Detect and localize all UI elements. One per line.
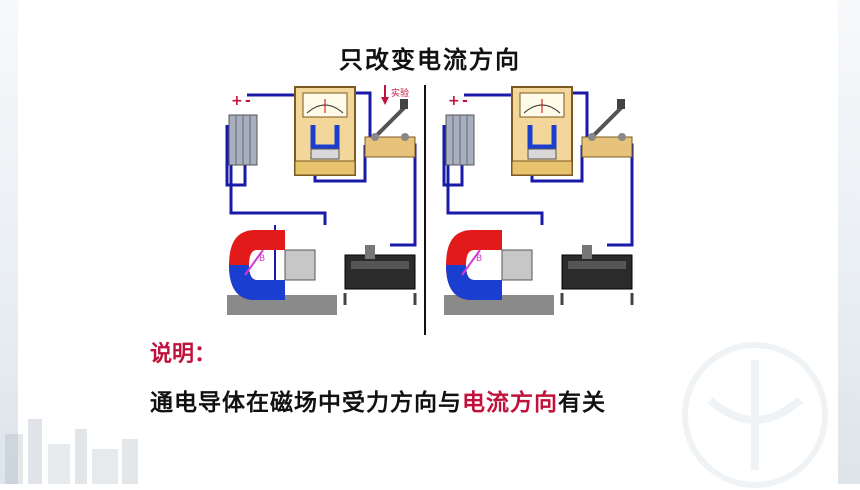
switch-label: 实验: [391, 87, 409, 99]
left-panel: + -: [215, 85, 424, 335]
horseshoe-magnet-icon: [444, 230, 554, 315]
battery-icon: [228, 114, 258, 166]
note-text-after: 有关: [558, 390, 606, 416]
left-magnet-letter: B: [259, 254, 265, 264]
left-plus-sign: +: [231, 93, 243, 109]
right-panel: + -: [432, 85, 641, 335]
knife-switch-icon: [581, 99, 633, 158]
knife-switch-icon: [364, 85, 416, 158]
note-text-before: 通电导体在磁场中受力方向与: [150, 390, 462, 416]
background-right-strip: [838, 0, 860, 484]
right-magnet-letter: B: [476, 254, 482, 264]
note-text-highlight: 电流方向: [462, 390, 558, 416]
right-plus-sign: +: [448, 93, 460, 109]
right-minus-sign: -: [462, 93, 468, 109]
background-watermark-emblem: [682, 342, 828, 488]
page-title: 只改变电流方向: [339, 46, 521, 74]
left-minus-sign: -: [245, 93, 251, 109]
note-label: 说明：: [150, 342, 217, 367]
background-left-strip: [0, 0, 18, 484]
rheostat-icon: [560, 245, 634, 305]
galvanometer-icon: [294, 86, 356, 176]
battery-icon: [445, 114, 475, 166]
rheostat-icon: [343, 245, 417, 305]
galvanometer-icon: [511, 86, 573, 176]
note-text: 通电导体在磁场中受力方向与电流方向有关: [150, 383, 606, 417]
horseshoe-magnet-icon: [227, 230, 337, 315]
motor-experiment-figure: + -: [215, 85, 641, 335]
background-city-decoration: [5, 419, 138, 484]
